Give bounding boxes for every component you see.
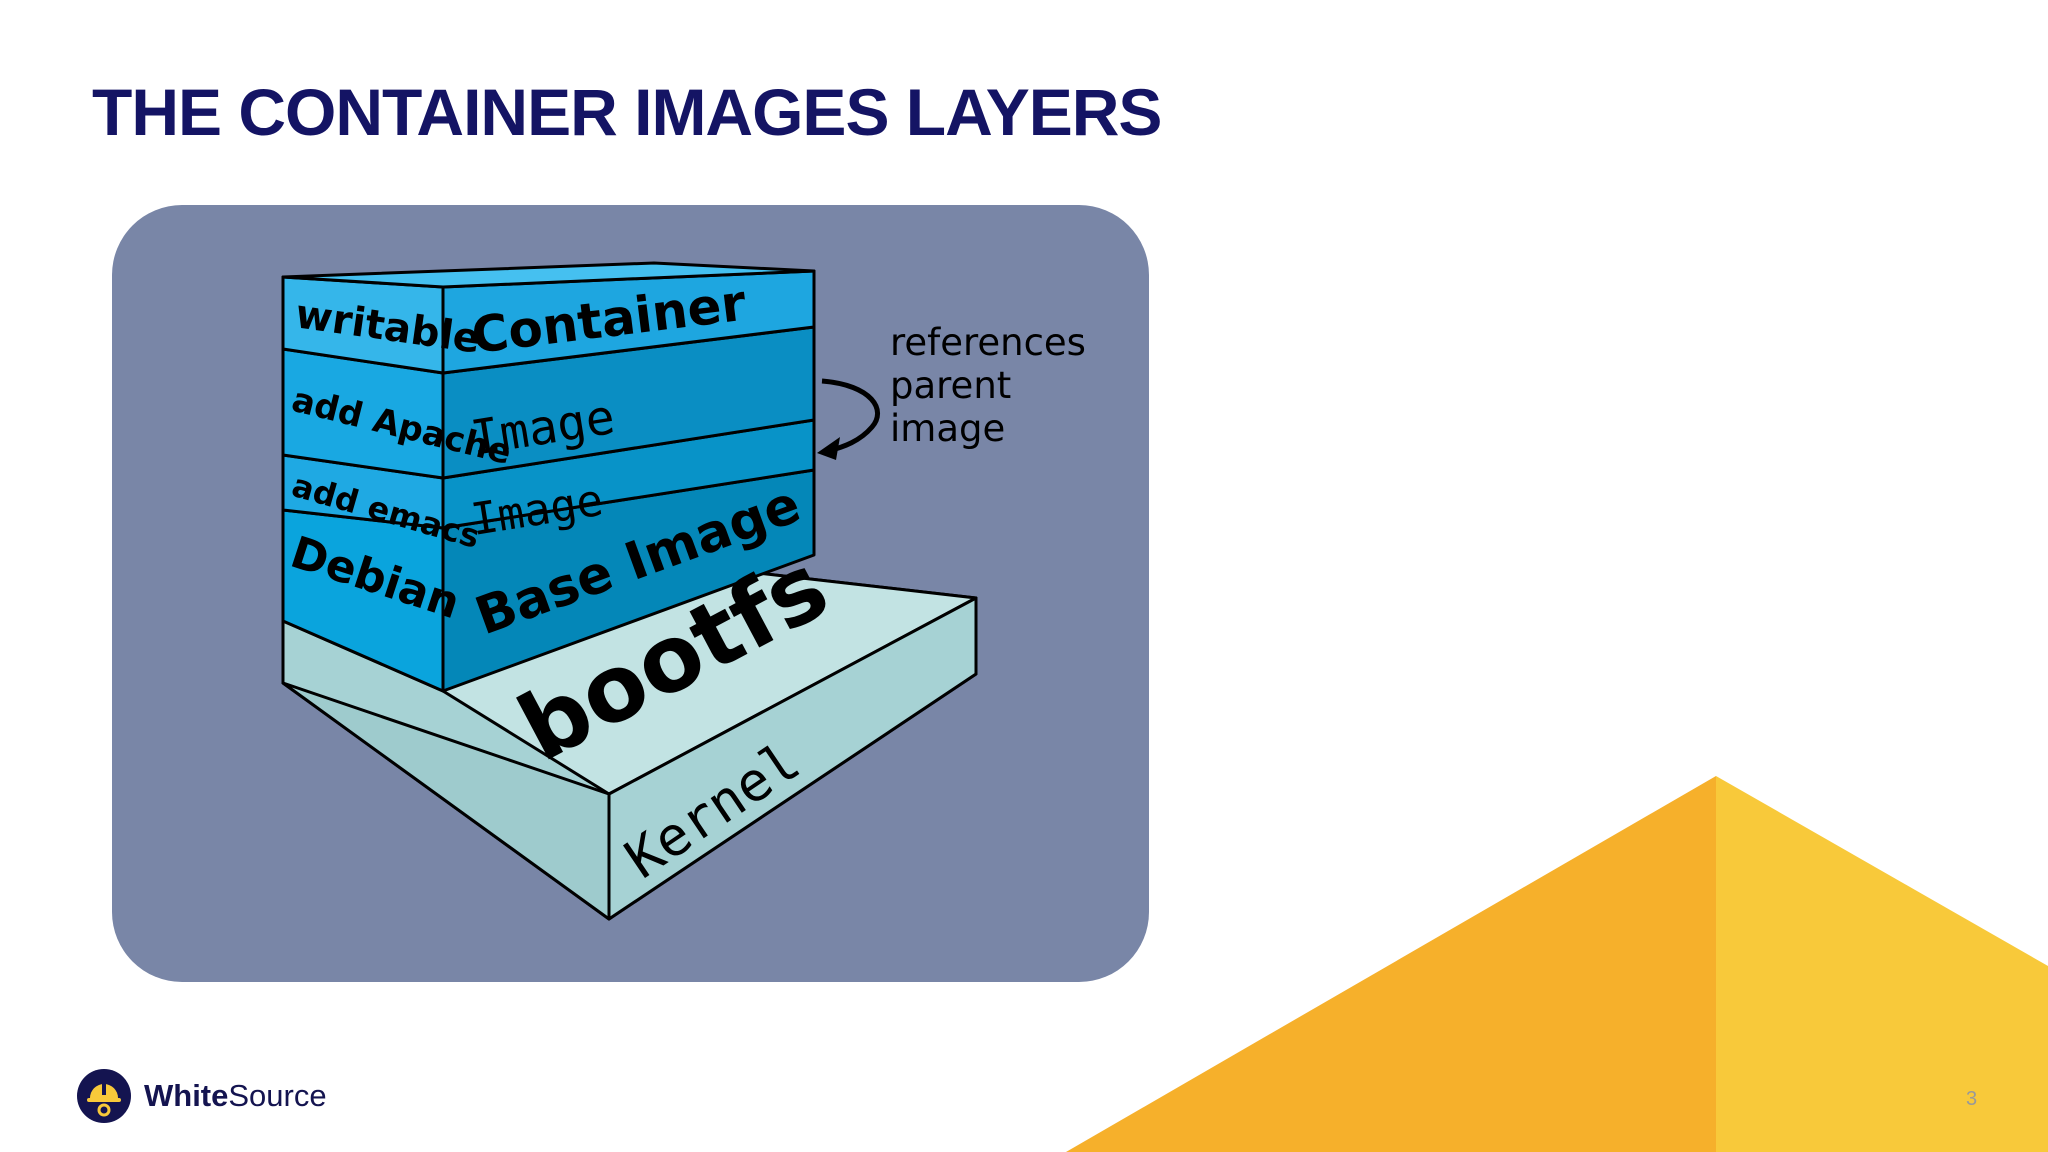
annotation-line-3: image: [890, 407, 1005, 450]
diagram-panel: writable Container add Apache Image add …: [112, 205, 1149, 982]
whitesource-logo: WhiteSource: [76, 1068, 327, 1124]
arrow-head-icon: [817, 437, 840, 460]
container-top: [281, 261, 816, 289]
hardhat-gear-icon: [77, 1069, 131, 1123]
reference-arrow: [821, 378, 880, 454]
page-number: 3: [1966, 1088, 1978, 1110]
slide-title: THE CONTAINER IMAGES LAYERS: [92, 75, 1162, 149]
annotation-line-2: parent: [890, 364, 1011, 407]
layers-diagram: writable Container add Apache Image add …: [281, 261, 1086, 921]
annotation-line-1: references: [890, 321, 1086, 364]
kernel-left: [281, 681, 611, 921]
logo-text: WhiteSource: [144, 1078, 327, 1113]
